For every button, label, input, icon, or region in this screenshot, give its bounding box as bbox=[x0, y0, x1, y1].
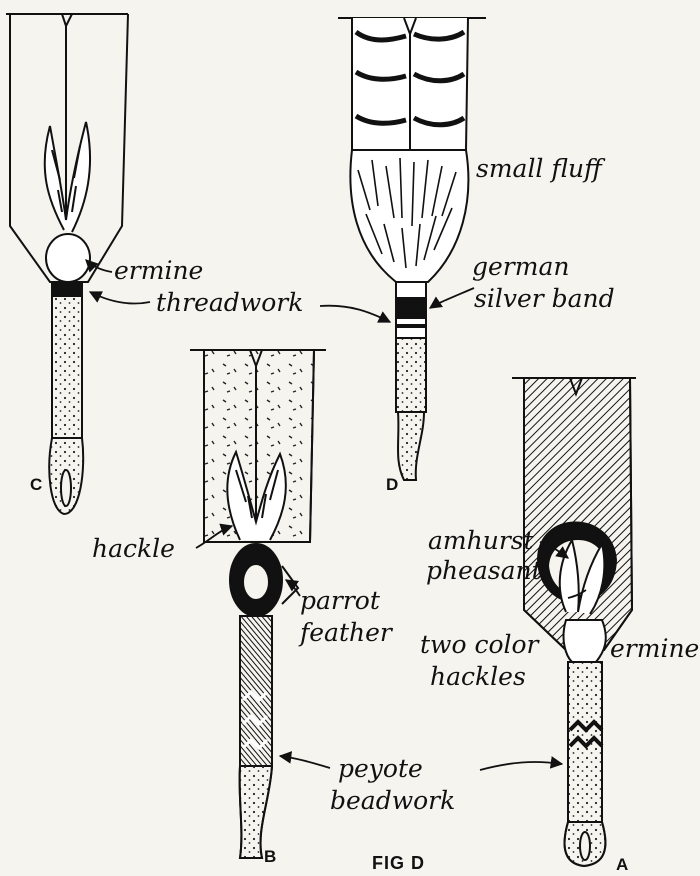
label-german: german bbox=[472, 254, 569, 279]
label-amhurst: amhurst bbox=[428, 528, 534, 553]
arrow-d-silver-band bbox=[396, 298, 426, 318]
arrow-d bbox=[338, 18, 486, 480]
label-hackles: hackles bbox=[430, 664, 526, 689]
arrow-d-nock bbox=[398, 412, 424, 480]
label-beadwork: beadwork bbox=[330, 788, 455, 813]
leader-peyote-a bbox=[480, 762, 562, 770]
letter-a: A bbox=[616, 856, 628, 873]
letter-c: C bbox=[30, 476, 42, 493]
arrow-d-shaft bbox=[396, 338, 426, 412]
arrow-c-ermine bbox=[46, 234, 90, 282]
figure-caption: FIG D bbox=[372, 854, 425, 872]
label-hackle: hackle bbox=[92, 536, 175, 561]
letter-b: B bbox=[264, 848, 276, 865]
arrow-d-small-fluff bbox=[350, 150, 468, 282]
label-ermine-c: ermine bbox=[114, 258, 203, 283]
leader-silver-band bbox=[430, 288, 474, 308]
arrow-b-nock bbox=[240, 766, 272, 858]
label-threadwork: threadwork bbox=[156, 290, 303, 315]
label-parrot: parrot bbox=[300, 588, 380, 613]
label-peyote: peyote bbox=[338, 756, 423, 781]
arrow-c-shaft bbox=[52, 296, 82, 438]
letter-d: D bbox=[386, 476, 398, 493]
label-small-fluff: small fluff bbox=[476, 156, 602, 181]
leader-peyote-b bbox=[280, 756, 330, 768]
label-silver-band: silver band bbox=[474, 286, 615, 311]
label-pheasant: pheasant bbox=[426, 558, 542, 583]
arrow-a bbox=[512, 378, 636, 866]
label-feather: feather bbox=[300, 620, 392, 645]
leader-threadwork-d bbox=[320, 306, 390, 322]
arrow-c bbox=[6, 14, 128, 514]
leader-threadwork-c bbox=[90, 292, 150, 304]
arrow-c-hackle bbox=[45, 122, 90, 232]
label-ermine-a: ermine bbox=[610, 636, 699, 661]
label-two-color: two color bbox=[420, 632, 539, 657]
leader-lines bbox=[86, 260, 586, 770]
